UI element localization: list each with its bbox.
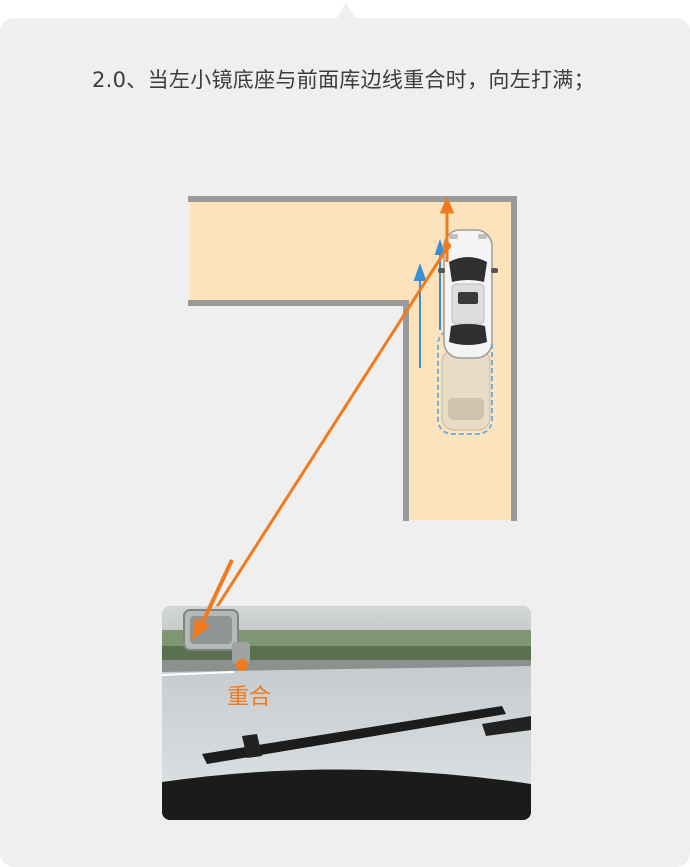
windshield-photo <box>162 606 531 820</box>
overlap-label: 重合 <box>227 685 272 710</box>
speech-bubble-notch <box>336 3 356 19</box>
windshield-wiper-icon <box>202 706 506 764</box>
step-caption: 2.0、当左小镜底座与前面库边线重合时，向左打满； <box>92 68 595 92</box>
